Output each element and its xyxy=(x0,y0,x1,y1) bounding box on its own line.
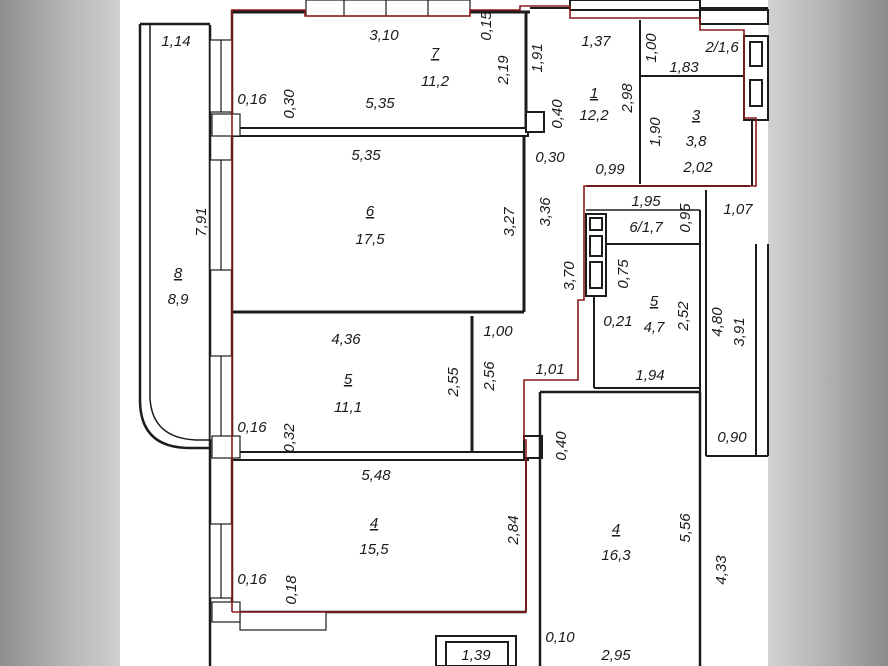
dim-2-98: 2,98 xyxy=(619,83,636,114)
dim-2-52: 2,52 xyxy=(675,301,692,332)
dim-0-40-a: 0,40 xyxy=(549,99,566,129)
dim-4-36: 4,36 xyxy=(331,331,361,348)
dim-0-16-b: 0,16 xyxy=(237,419,267,436)
dim-0-21: 0,21 xyxy=(603,313,632,330)
balcony-outline xyxy=(138,22,210,450)
dim-1-83: 1,83 xyxy=(669,59,699,76)
room-8-area: 8,9 xyxy=(168,291,190,308)
room-5-area: 11,1 xyxy=(334,399,362,416)
dim-3-70: 3,70 xyxy=(561,261,578,291)
room-8-number: 8 xyxy=(174,265,183,282)
wall-5-4 xyxy=(231,451,529,461)
dim-7-91: 7,91 xyxy=(193,207,210,236)
dim-2-02: 2,02 xyxy=(682,159,713,176)
vent-cell-5 xyxy=(749,79,763,107)
room-6-number: 6 xyxy=(366,203,375,220)
vent-cell-3 xyxy=(589,261,603,289)
dim-1-90: 1,90 xyxy=(647,117,664,147)
dim-0-99: 0,99 xyxy=(595,161,625,178)
room-5-number: 5 xyxy=(344,371,353,388)
balcony xyxy=(138,22,210,450)
room-1-number: 1 xyxy=(590,85,598,102)
dim-1-14: 1,14 xyxy=(161,33,190,50)
blurred-background-right xyxy=(768,0,888,666)
room-4-area: 15,5 xyxy=(359,541,389,558)
column-corridor-lower xyxy=(523,435,543,459)
balcony-inner-curve xyxy=(149,397,210,441)
room-7-number: 7 xyxy=(431,45,440,62)
dim-3-36: 3,36 xyxy=(537,197,554,227)
room-1-area: 12,2 xyxy=(579,107,609,124)
dim-0-15: 0,15 xyxy=(478,11,495,41)
dim-5-35-a: 5,35 xyxy=(365,95,395,112)
dim-2-19: 2,19 xyxy=(495,55,512,86)
wall-7-6 xyxy=(231,127,529,137)
room-5-small-number: 5 xyxy=(650,293,659,310)
room-3-area: 3,8 xyxy=(686,133,708,150)
dim-0-30-b: 0,30 xyxy=(535,149,565,166)
room-6-1-number: 6/1,7 xyxy=(629,219,663,236)
dim-2-84: 2,84 xyxy=(505,515,522,545)
blurred-background-left xyxy=(0,0,120,666)
dim-1-00-b: 1,00 xyxy=(483,323,513,340)
bottom-small-block-inner xyxy=(445,641,509,666)
room-4-number: 4 xyxy=(370,515,378,532)
dim-2-55: 2,55 xyxy=(445,367,462,398)
room-labels: 7 11,2 1 12,2 3 3,8 2/1,6 6 17,5 6/1,7 5… xyxy=(168,39,740,564)
dim-1-07: 1,07 xyxy=(723,201,753,218)
room-4-right-number: 4 xyxy=(612,521,620,538)
room-4-right-area: 16,3 xyxy=(601,547,631,564)
apartment-boundary xyxy=(231,5,757,613)
dim-1-91: 1,91 xyxy=(529,43,546,72)
room-6-area: 17,5 xyxy=(355,231,385,248)
dim-3-10: 3,10 xyxy=(369,27,399,44)
dim-2-56: 2,56 xyxy=(481,361,498,392)
window-bottom xyxy=(239,611,327,631)
dim-0-16-a: 0,16 xyxy=(237,91,267,108)
dim-0-10: 0,10 xyxy=(545,629,575,646)
room-5-small-area: 4,7 xyxy=(644,319,666,336)
window-top xyxy=(305,0,471,17)
dim-0-90: 0,90 xyxy=(717,429,747,446)
dim-1-39: 1,39 xyxy=(461,647,491,664)
dim-5-35-b: 5,35 xyxy=(351,147,381,164)
dim-5-56: 5,56 xyxy=(677,513,694,543)
column-left-2 xyxy=(211,435,241,459)
dim-0-40-b: 0,40 xyxy=(553,431,570,461)
top-right-box-2 xyxy=(699,9,769,25)
dim-3-27: 3,27 xyxy=(501,207,518,237)
vent-cell-2 xyxy=(589,235,603,257)
dim-4-33: 4,33 xyxy=(713,555,730,585)
column-corridor xyxy=(525,111,545,133)
top-right-box xyxy=(569,0,701,11)
dim-3-91: 3,91 xyxy=(731,317,748,346)
dim-0-75: 0,75 xyxy=(615,259,632,289)
dim-1-00-a: 1,00 xyxy=(643,33,660,63)
dim-1-95: 1,95 xyxy=(631,193,661,210)
room-7-area: 11,2 xyxy=(421,73,450,90)
dim-0-95: 0,95 xyxy=(677,203,694,233)
dim-0-16-c: 0,16 xyxy=(237,571,267,588)
dim-1-94: 1,94 xyxy=(635,367,664,384)
dim-1-37: 1,37 xyxy=(581,33,611,50)
room-3-number: 3 xyxy=(692,107,701,124)
dim-4-80: 4,80 xyxy=(709,307,726,337)
column-left-1 xyxy=(211,113,241,137)
dim-5-48: 5,48 xyxy=(361,467,391,484)
dimension-labels: 1,14 3,10 0,15 1,37 1,00 1,91 2,19 1,83 … xyxy=(161,11,753,664)
dim-2-95: 2,95 xyxy=(600,647,631,664)
dim-0-30-a: 0,30 xyxy=(281,89,298,119)
dim-1-01: 1,01 xyxy=(535,361,564,378)
vent-cell-4 xyxy=(749,41,763,67)
dim-0-32: 0,32 xyxy=(281,423,298,453)
vent-cell-1 xyxy=(589,217,603,231)
room-2-number: 2/1,6 xyxy=(704,39,739,56)
dim-0-18: 0,18 xyxy=(283,575,300,605)
windows xyxy=(209,0,471,631)
